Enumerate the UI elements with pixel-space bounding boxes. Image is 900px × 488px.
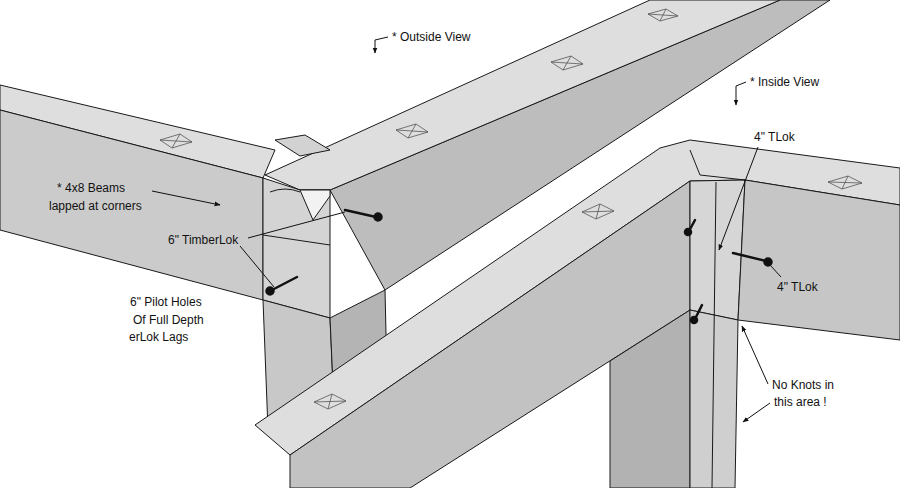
note-label: lapped at corners [49, 199, 142, 213]
beam-front-face [0, 110, 263, 300]
note-label: Of Full Depth [133, 313, 204, 327]
note-label: erLok Lags [129, 330, 188, 344]
corner-end-face [690, 180, 745, 320]
callout-label: 4" TLok [777, 280, 818, 294]
timberlok-screws [267, 210, 772, 323]
view-label: * Inside View [750, 75, 819, 89]
lap-notch [300, 190, 330, 220]
post-arris [712, 182, 716, 488]
lap-notch-curve [270, 189, 300, 192]
note-label: 6" Pilot Holes [130, 295, 202, 309]
note-label: No Knots in [772, 378, 834, 392]
corner-chamfer [690, 150, 745, 180]
post-marks [160, 9, 862, 409]
callout-label: 6" TimberLok [168, 233, 238, 247]
lap-tab [275, 135, 330, 156]
leader-lines [152, 37, 781, 422]
post-front-face [610, 310, 690, 488]
note-label: * 4x8 Beams [57, 181, 125, 195]
corner-end-face [263, 178, 330, 318]
view-label: * Outside View [392, 30, 471, 44]
note-label: this area ! [774, 395, 827, 409]
lap-line [263, 235, 330, 245]
callout-label: 4" TLok [754, 130, 795, 144]
beam-front-face [290, 181, 690, 488]
